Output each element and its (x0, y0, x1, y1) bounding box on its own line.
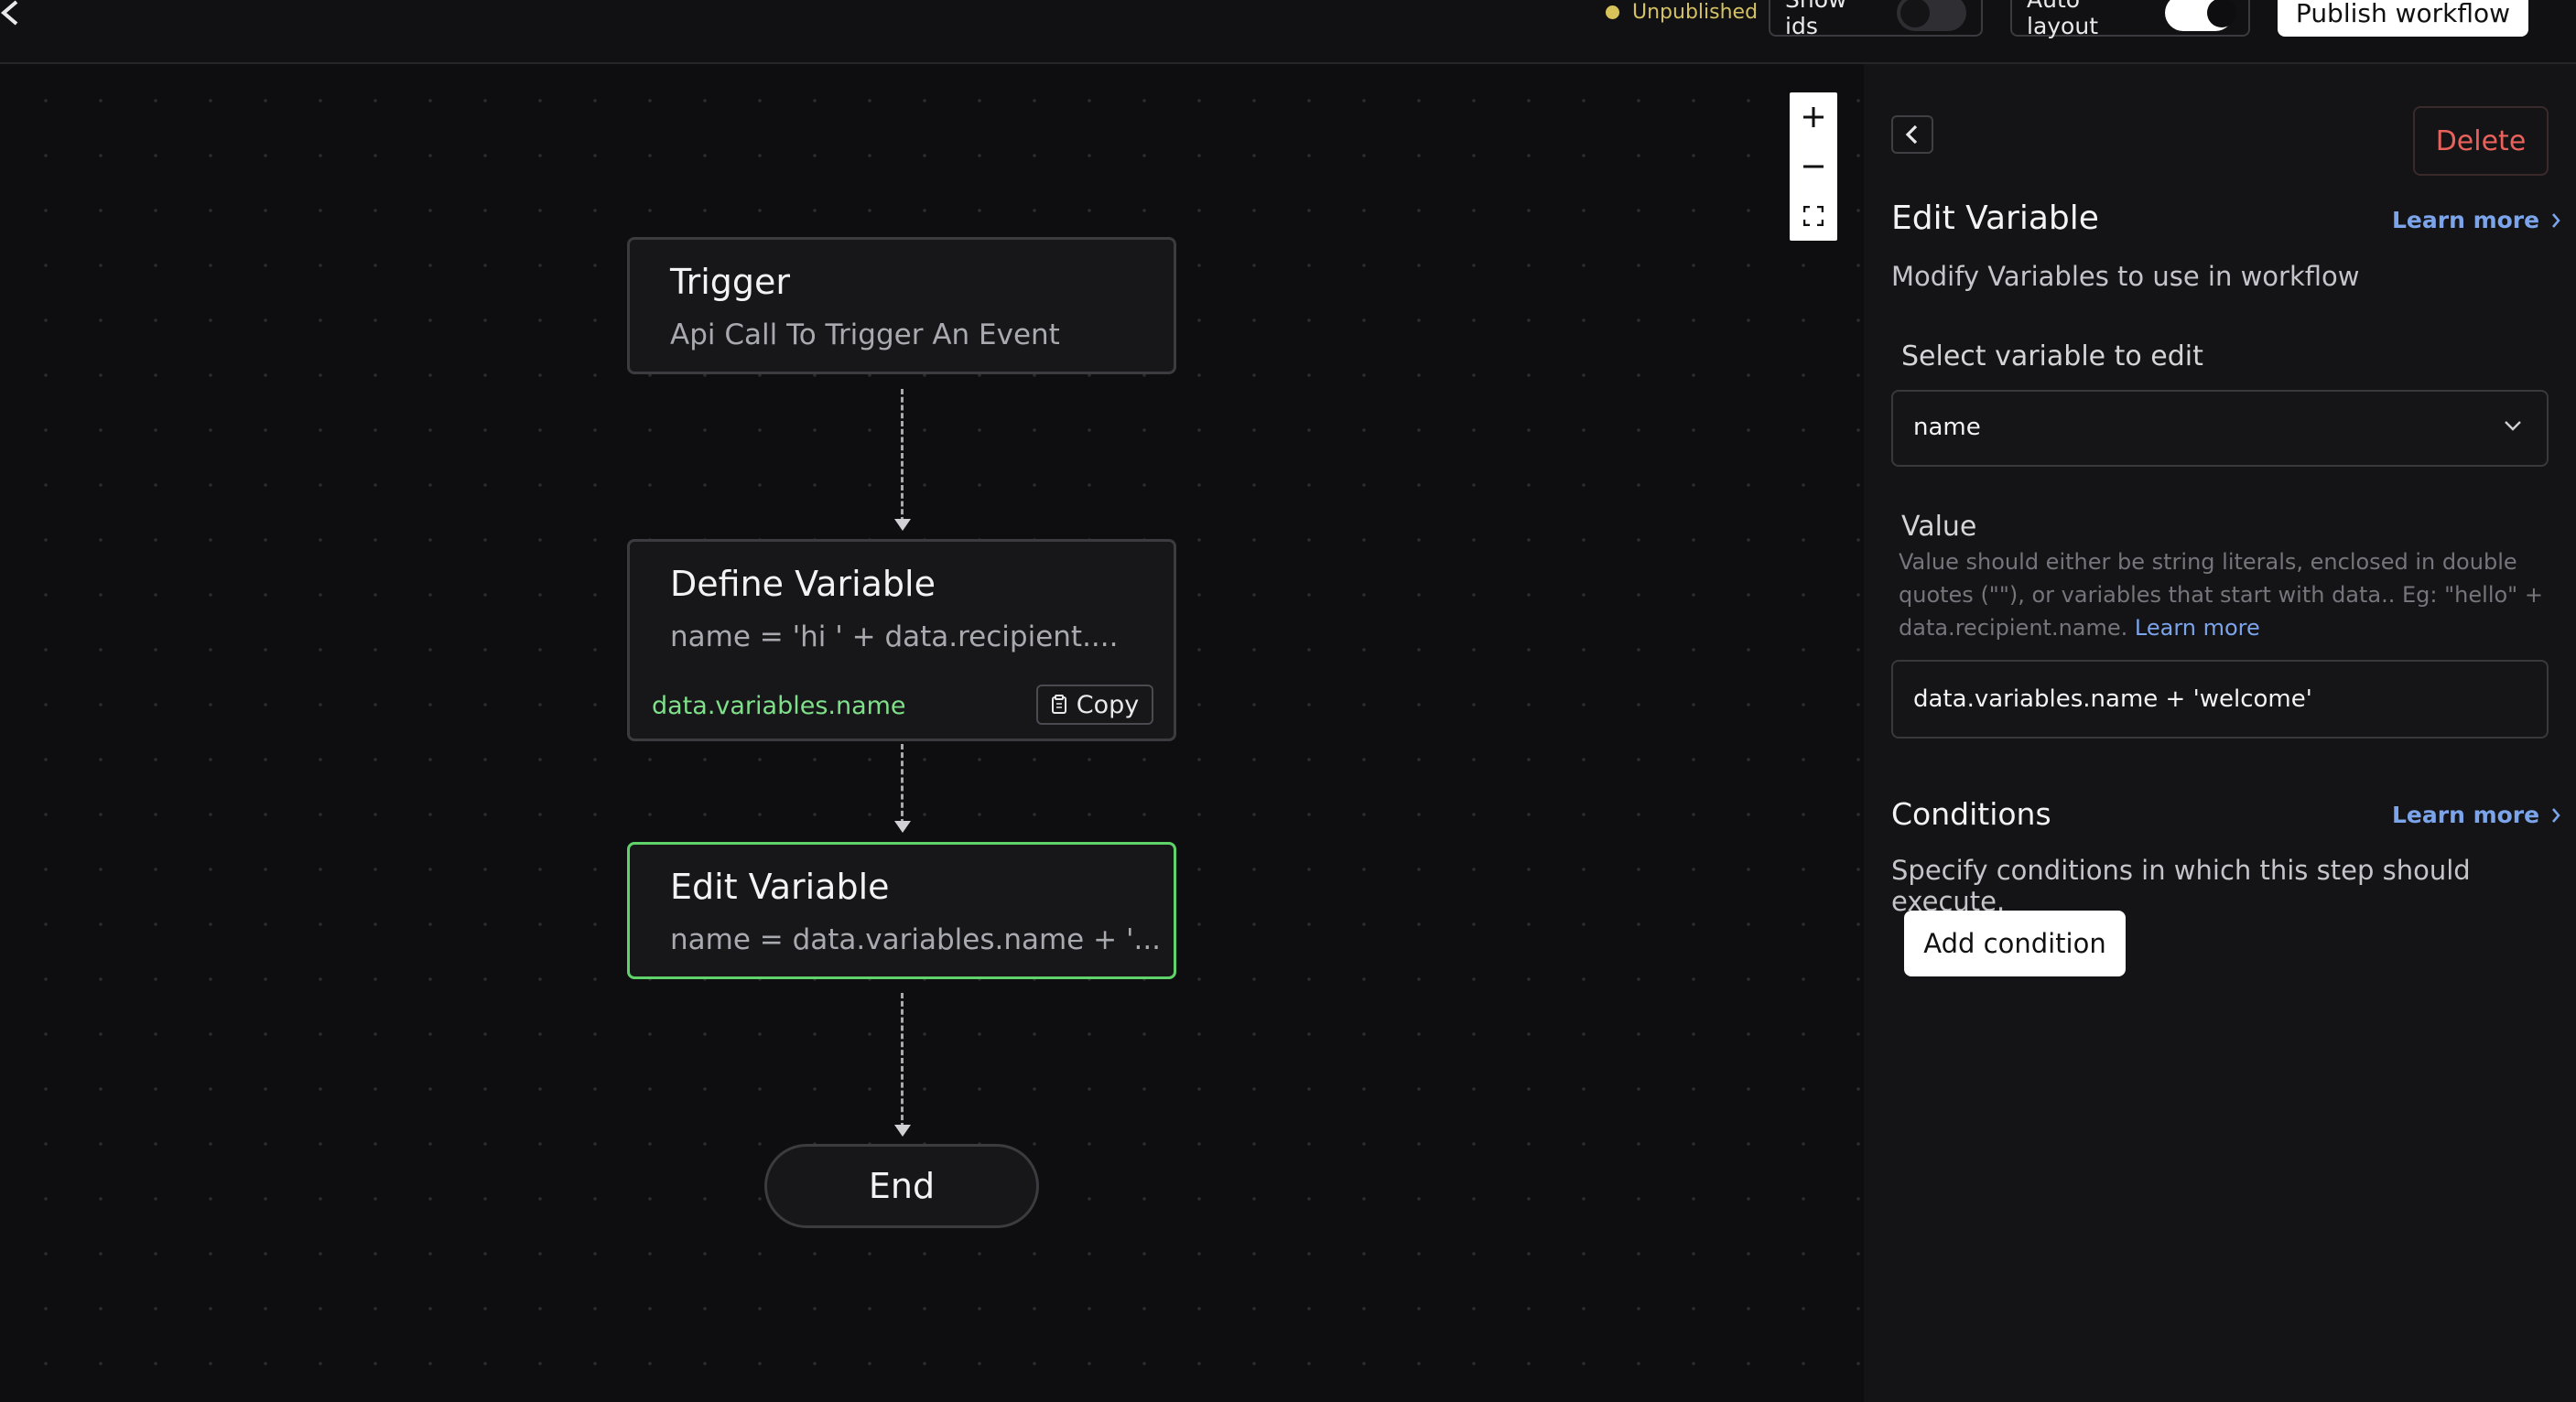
arrow-down-icon (894, 519, 911, 531)
clipboard-icon (1051, 695, 1066, 714)
value-label: Value (1901, 511, 1977, 543)
node-subtitle: name = data.variables.name + '... (670, 923, 1162, 956)
zoom-controls (1790, 92, 1837, 241)
add-condition-button[interactable]: Add condition (1904, 911, 2126, 976)
panel-back-button[interactable] (1891, 115, 1933, 154)
publish-workflow-button[interactable]: Publish workflow (2278, 0, 2528, 37)
auto-layout-switch[interactable] (2164, 0, 2236, 31)
learn-more-label: Learn more (2392, 207, 2540, 233)
show-ids-switch[interactable] (1896, 0, 1966, 31)
learn-more-link[interactable]: Learn more (2392, 207, 2561, 233)
trigger-node[interactable]: Trigger Api Call To Trigger An Event (627, 237, 1176, 374)
chevron-down-icon (2505, 421, 2521, 431)
node-title: Edit Variable (670, 867, 890, 907)
value-help-text: Value should either be string literals, … (1899, 545, 2549, 644)
value-learn-more-link[interactable]: Learn more (2134, 615, 2260, 641)
variable-select[interactable]: name (1891, 390, 2549, 467)
value-help-body: Value should either be string literals, … (1899, 549, 2543, 641)
publish-status: Unpublished (1606, 0, 1758, 24)
chevron-right-icon (2552, 807, 2560, 823)
top-bar: Unpublished Show ids Auto layout Publish… (0, 0, 2576, 64)
arrow-down-icon (894, 1125, 911, 1137)
plus-icon (1803, 107, 1824, 127)
edit-variable-node[interactable]: Edit Variable name = data.variables.name… (627, 842, 1176, 979)
output-variable: data.variables.name (652, 692, 906, 720)
arrow-down-icon (894, 821, 911, 833)
value-text: data.variables.name + 'welcome' (1913, 685, 2312, 713)
node-title: Define Variable (670, 564, 936, 604)
chevron-right-icon (2552, 212, 2560, 228)
learn-more-label: Learn more (2392, 802, 2540, 828)
copy-button[interactable]: Copy (1036, 685, 1153, 725)
node-subtitle: name = 'hi ' + data.recipient.... (670, 620, 1119, 653)
conditions-learn-more-link[interactable]: Learn more (2392, 802, 2561, 828)
status-dot-icon (1606, 5, 1619, 19)
minus-icon (1803, 165, 1824, 168)
select-variable-label: Select variable to edit (1901, 340, 2203, 372)
panel-title: Edit Variable (1891, 200, 2099, 237)
back-chevron-icon[interactable] (0, 0, 27, 31)
edge-connector (901, 993, 904, 1128)
show-ids-label: Show ids (1785, 0, 1846, 39)
copy-label: Copy (1076, 690, 1140, 719)
fit-view-button[interactable] (1790, 191, 1837, 241)
define-variable-node[interactable]: Define Variable name = 'hi ' + data.reci… (627, 539, 1176, 676)
chevron-left-icon (1905, 124, 1918, 145)
conditions-description: Specify conditions in which this step sh… (1891, 855, 2471, 917)
end-node[interactable]: End (764, 1144, 1039, 1228)
zoom-in-button[interactable] (1790, 92, 1837, 142)
status-text: Unpublished (1632, 0, 1759, 24)
conditions-title: Conditions (1891, 796, 2051, 832)
show-ids-toggle[interactable]: Show ids (1769, 0, 1983, 39)
panel-description: Modify Variables to use in workflow (1891, 261, 2360, 292)
edge-connector (901, 389, 904, 523)
delete-button[interactable]: Delete (2413, 106, 2549, 176)
node-title: Trigger (670, 262, 791, 302)
auto-layout-label: Auto layout (2027, 0, 2099, 39)
auto-layout-toggle[interactable]: Auto layout (2010, 0, 2250, 39)
zoom-out-button[interactable] (1790, 142, 1837, 191)
edge-connector (901, 744, 904, 825)
value-input[interactable]: data.variables.name + 'welcome' (1891, 660, 2549, 739)
selected-variable: name (1913, 414, 1981, 441)
node-subtitle: Api Call To Trigger An Event (670, 318, 1060, 351)
fullscreen-icon (1803, 206, 1824, 226)
node-output-footer: data.variables.name Copy (627, 674, 1176, 741)
